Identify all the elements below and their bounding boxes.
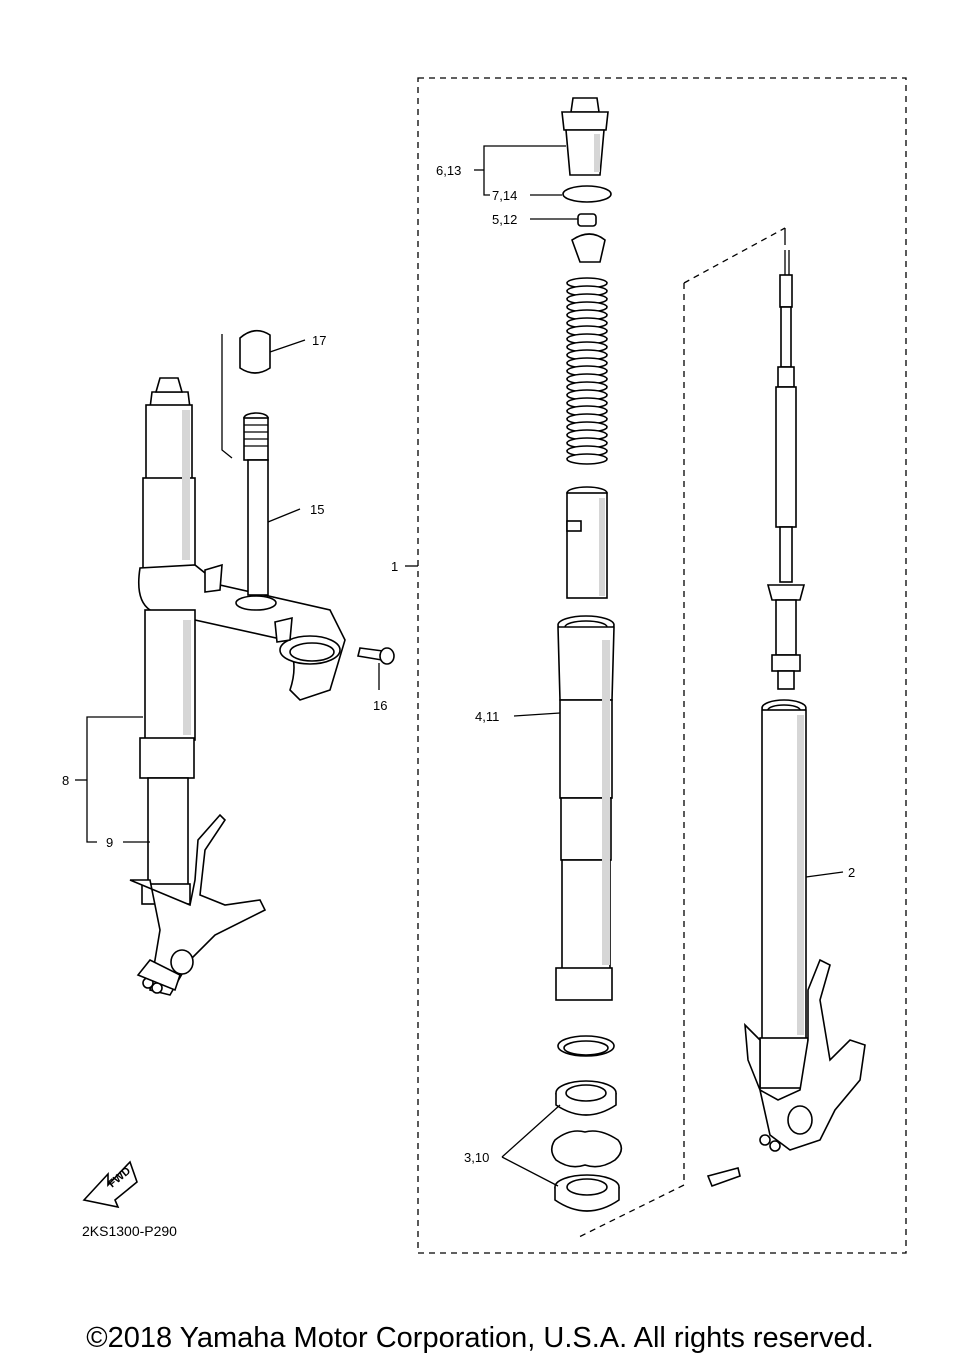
callouts: 17 15 16 8 9 1 6,13 7,14 5,12 4,11 2 3,1…	[62, 163, 855, 1165]
callout-16: 16	[373, 698, 387, 713]
diagram-code: 2KS1300-P290	[82, 1223, 177, 1239]
assembly-boundary	[417, 77, 907, 1254]
outer-tube	[555, 615, 615, 1001]
callout-17: 17	[312, 333, 326, 348]
callout-6-13: 6,13	[436, 163, 461, 178]
callout-1: 1	[391, 559, 398, 574]
fork-spring	[566, 277, 608, 465]
steering-stem	[235, 412, 277, 611]
callout-7-14: 7,14	[492, 188, 517, 203]
assembled-fork	[129, 377, 346, 996]
cap-bolt	[561, 97, 609, 176]
callout-15: 15	[310, 502, 324, 517]
spacer-tube	[566, 486, 608, 599]
callout-8: 8	[62, 773, 69, 788]
collar-17	[221, 329, 271, 459]
oil-seals	[550, 1035, 623, 1212]
spring-coil	[566, 453, 608, 465]
bolt-16	[357, 647, 395, 665]
o-ring	[562, 185, 612, 203]
nut	[577, 213, 597, 227]
leader-lines	[75, 145, 844, 1187]
damper-rod	[766, 250, 806, 690]
spring-seat	[571, 233, 606, 263]
callout-9: 9	[106, 835, 113, 850]
fwd-arrow-icon: FWD	[82, 1160, 138, 1209]
callout-4-11: 4,11	[475, 709, 499, 724]
callout-3-10: 3,10	[464, 1150, 489, 1165]
callout-5-12: 5,12	[492, 212, 517, 227]
inner-tube	[706, 699, 866, 1188]
callout-2: 2	[848, 865, 855, 880]
copyright-notice: ©2018 Yamaha Motor Corporation, U.S.A. A…	[86, 1322, 874, 1354]
